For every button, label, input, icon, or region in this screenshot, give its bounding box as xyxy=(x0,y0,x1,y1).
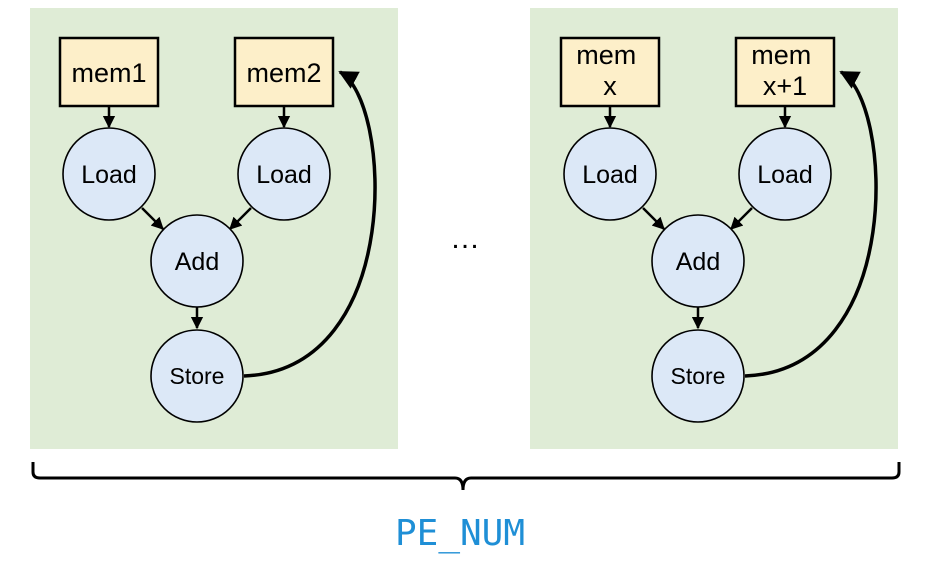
pe-left: mem1 mem2 Load Load Add Store xyxy=(30,8,398,449)
pe-left-edge-load-a-add xyxy=(141,207,164,230)
pe-right: mem x mem x+1 Load Load Add Store xyxy=(530,8,898,449)
pe-left-load-b-node xyxy=(237,127,331,221)
pe-num-label: PE_NUM xyxy=(395,513,525,554)
pe-left-mem-a-label: mem1 xyxy=(71,58,146,88)
pe-right-mem-b-label: mem x+1 xyxy=(751,40,819,101)
pe-right-load-b-label: Load xyxy=(757,161,813,189)
ellipsis: … xyxy=(450,222,480,255)
pe-left-load-b-label: Load xyxy=(256,161,312,189)
pe-right-load-a-label: Load xyxy=(582,161,638,189)
pe-left-store-label: Store xyxy=(170,363,225,389)
pe-left-load-a-node xyxy=(62,127,156,221)
pe-right-load-b-node xyxy=(738,127,832,221)
pe-right-mem-a-box xyxy=(559,36,661,108)
pe-left-edge-store-mem-b xyxy=(243,70,377,378)
pe-right-mem-a-label: mem x xyxy=(576,40,644,101)
pe-right-load-a-node xyxy=(563,127,657,221)
pe-left-load-a-label: Load xyxy=(81,161,137,189)
pe-left-mem-b-label: mem2 xyxy=(246,58,321,88)
pe-right-add-label: Add xyxy=(676,248,720,276)
grouping-brace xyxy=(31,462,901,491)
pe-left-add-label: Add xyxy=(175,248,219,276)
pe-left-store-node xyxy=(150,329,244,423)
pe-right-edge-load-a-add xyxy=(642,207,665,230)
pe-right-add-node xyxy=(651,214,745,308)
pe-left-edge-load-b-add xyxy=(229,207,252,230)
pe-left-mem-b-box xyxy=(233,36,335,108)
pe-right-store-node xyxy=(651,329,745,423)
pe-right-edge-store-mem-b xyxy=(744,70,878,378)
pe-right-store-label: Store xyxy=(671,363,726,389)
pe-left-add-node xyxy=(150,214,244,308)
pe-right-edge-load-b-add xyxy=(730,207,753,230)
pe-left-mem-a-box xyxy=(58,36,160,108)
